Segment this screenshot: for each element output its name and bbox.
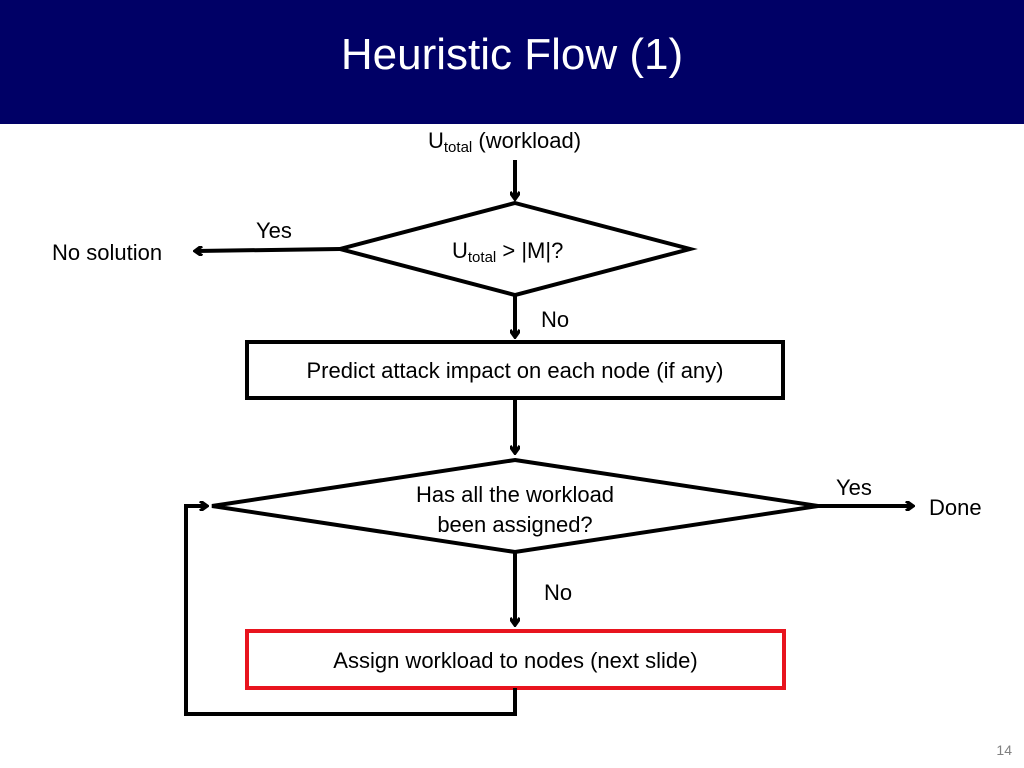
predict-box-text: Predict attack impact on each node (if a… [306, 358, 724, 383]
decision1-label: Utotal > |M|? [452, 238, 564, 266]
title-bar [0, 0, 1024, 124]
start-label: Utotal (workload) [428, 128, 582, 156]
no-solution-label: No solution [52, 240, 163, 265]
slide-title: Heuristic Flow (1) [340, 30, 684, 79]
done-label: Done [929, 495, 982, 520]
decision2-line2: been assigned? [437, 512, 593, 537]
edge-assign-loop-back [184, 506, 517, 716]
assign-box [245, 629, 786, 690]
assign-box-text: Assign workload to nodes (next slide) [333, 648, 698, 673]
edge-decision1-yes [196, 249, 341, 251]
decision2-text: Has all the workload been assigned? [365, 480, 665, 540]
page-number: 14 [996, 742, 1012, 758]
decision2-no-label: No [544, 580, 573, 605]
decision1-yes-label: Yes [256, 218, 292, 243]
predict-box [245, 340, 785, 400]
decision2-yes-label: Yes [836, 475, 872, 500]
decision1-no-label: No [541, 307, 570, 332]
decision2-line1: Has all the workload [415, 482, 615, 507]
